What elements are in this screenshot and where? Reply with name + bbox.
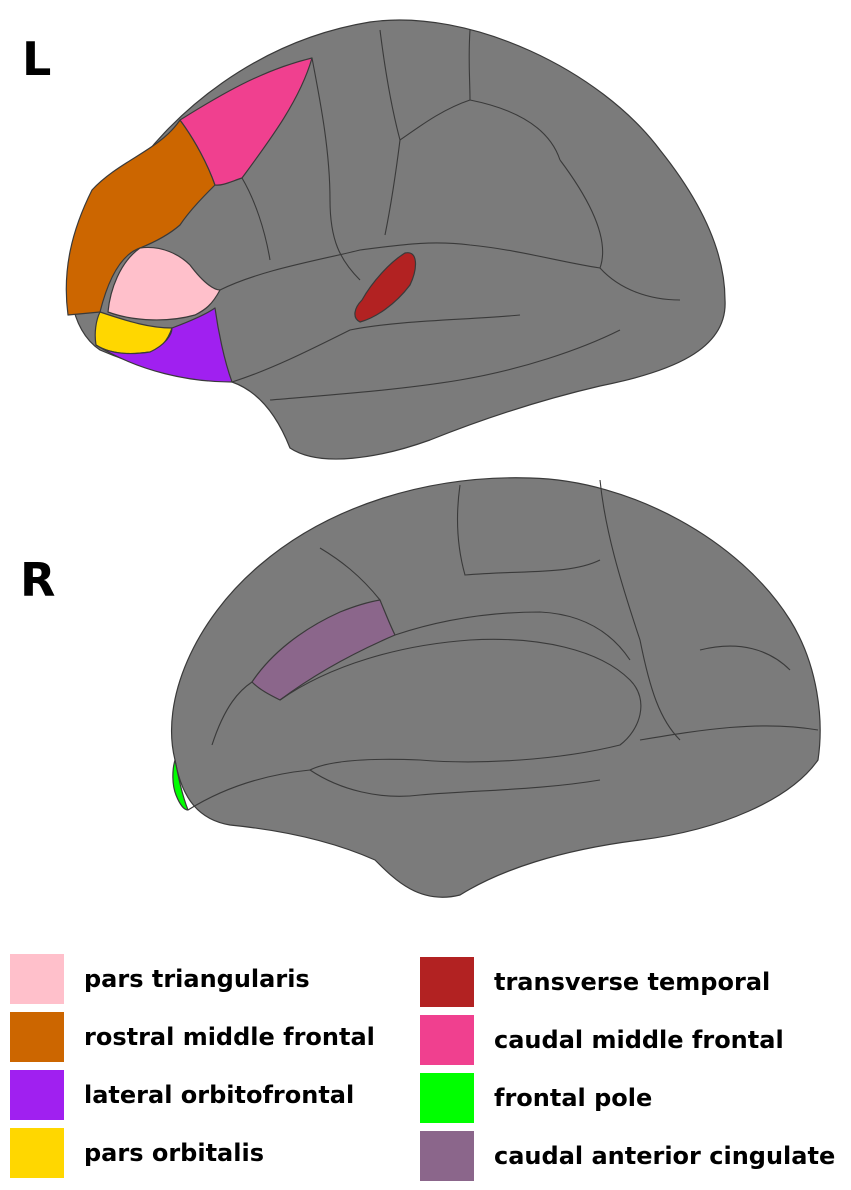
left-sulcus-occipital	[559, 159, 681, 301]
legend-item-frontal-pole: frontal pole	[420, 1073, 652, 1123]
legend-swatch	[10, 1128, 64, 1178]
legend-item-pars-triangularis: pars triangularis	[10, 954, 310, 1004]
legend-label: rostral middle frontal	[84, 1023, 375, 1051]
legend-swatch	[10, 1070, 64, 1120]
right-sulcus-paracentral	[457, 484, 601, 576]
left-hemisphere-label: L	[22, 32, 52, 86]
right-hemisphere-label: R	[20, 553, 56, 607]
legend-swatch	[10, 954, 64, 1004]
left-sulcus-postcentral	[379, 29, 471, 141]
left-sulcus-inferior-temporal	[269, 329, 621, 401]
legend-item-lateral-orbitofrontal: lateral orbitofrontal	[10, 1070, 354, 1120]
legend-item-caudal-middle-frontal: caudal middle frontal	[420, 1015, 784, 1065]
legend-item-caudal-anterior-cingulate: caudal anterior cingulate	[420, 1131, 835, 1181]
lateral-orbitofrontal-region	[95, 307, 233, 383]
frontal-pole-region	[172, 759, 189, 811]
left-sulcus-superior-temporal	[231, 314, 521, 383]
legend-swatch	[10, 1012, 64, 1062]
legend-label: pars orbitalis	[84, 1139, 264, 1167]
legend-swatch	[420, 1015, 474, 1065]
left-sulcus-angular	[384, 139, 401, 236]
left-cortex-outline	[69, 19, 726, 460]
left-sulcus-precentral	[241, 177, 271, 261]
legend-label: frontal pole	[494, 1084, 653, 1112]
legend-swatch	[420, 1131, 474, 1181]
legend-label: lateral orbitofrontal	[84, 1081, 355, 1109]
legend-label: pars triangularis	[84, 965, 310, 993]
right-hemisphere-medial	[171, 477, 821, 898]
right-sulcus-frontal-medial	[319, 547, 381, 601]
left-sulcus-central	[311, 57, 361, 281]
left-sulcus-parietal	[468, 29, 561, 161]
right-sulcus-precuneus	[699, 645, 791, 671]
caudal-middle-frontal-region	[179, 57, 313, 186]
legend-item-pars-orbitalis: pars orbitalis	[10, 1128, 264, 1178]
right-cortex-outline	[171, 477, 821, 898]
legend-label: transverse temporal	[494, 968, 771, 996]
right-sulcus-cingulate	[211, 611, 631, 746]
brain-illustration	[65, 19, 821, 898]
pars-triangularis-region	[107, 246, 221, 321]
right-sulcus-orbital	[187, 769, 601, 811]
left-hemisphere-lateral	[65, 19, 726, 460]
transverse-temporal-region	[354, 252, 416, 323]
legend-label: caudal middle frontal	[494, 1026, 784, 1054]
legend-swatch	[420, 957, 474, 1007]
legend-label: caudal anterior cingulate	[494, 1142, 836, 1170]
right-sulcus-callosal	[279, 638, 642, 771]
left-sulcus-sylvian	[219, 242, 601, 291]
right-sulcus-parieto-occipital	[599, 479, 681, 741]
right-sulcus-calcarine	[639, 725, 819, 741]
caudal-anterior-cingulate-region	[251, 599, 396, 701]
legend-item-rostral-middle-frontal: rostral middle frontal	[10, 1012, 375, 1062]
legend-swatch	[420, 1073, 474, 1123]
legend-item-transverse-temporal: transverse temporal	[420, 957, 770, 1007]
